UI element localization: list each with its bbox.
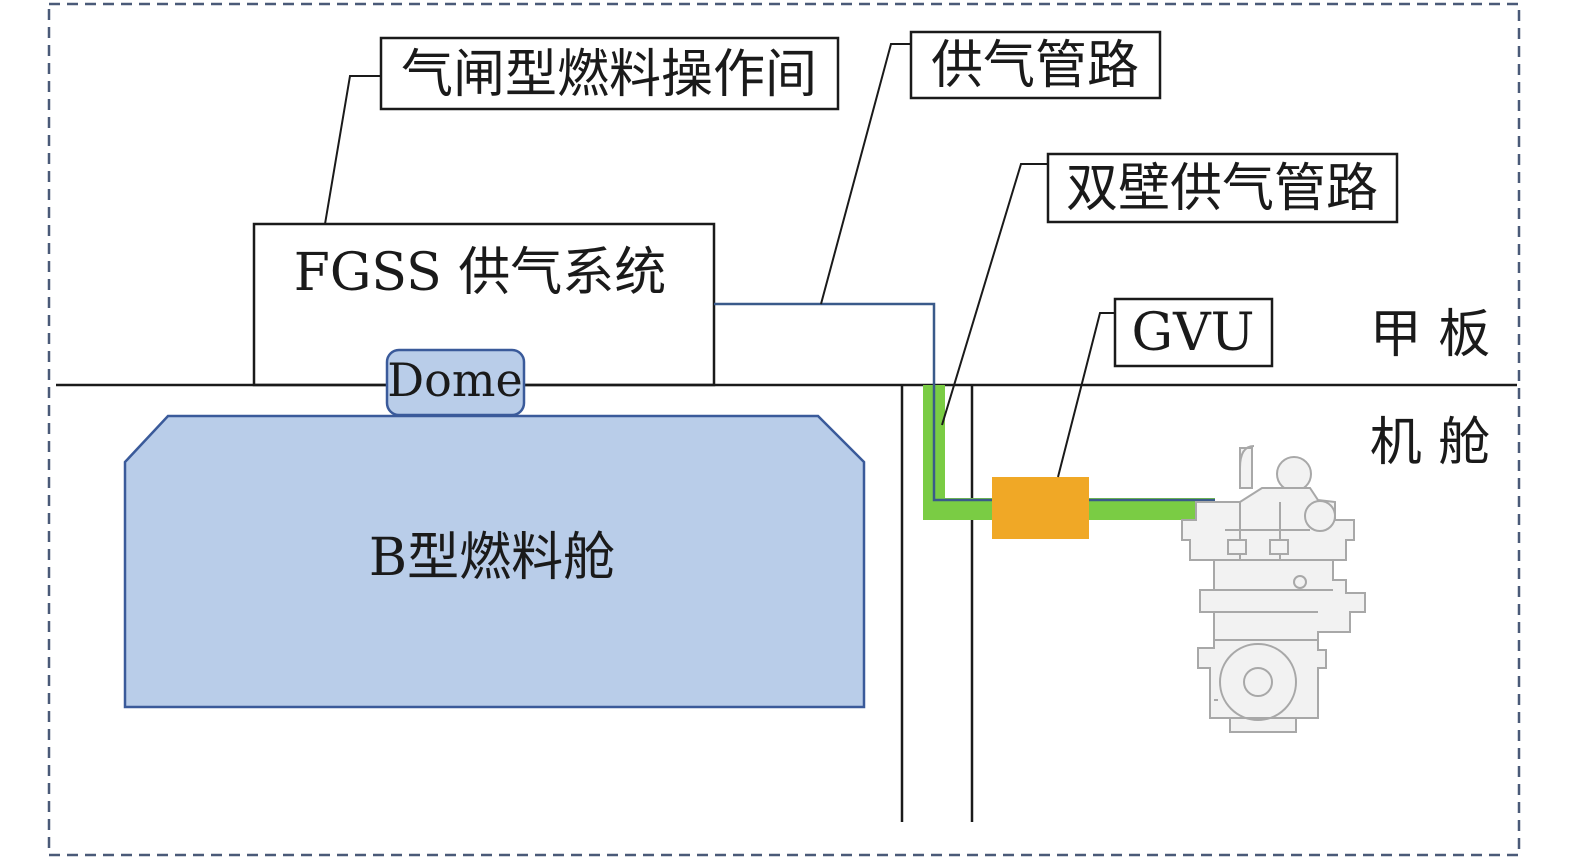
fuel-tank-shape	[123, 414, 866, 709]
fgss-label: FGSS 供气系统	[294, 243, 666, 303]
leader-double-wall-pipe	[941, 163, 1048, 426]
gvu-label: GVU	[1132, 303, 1255, 363]
supply-pipe-label: 供气管路	[931, 36, 1139, 96]
fuel-tank-label: B型燃料舱	[369, 528, 615, 588]
deck-label: 甲 板	[1370, 305, 1491, 365]
double-wall-pipe-box	[1046, 152, 1399, 224]
leader-supply-pipe	[820, 43, 911, 305]
airlock-room-box	[379, 36, 840, 111]
double-wall-pipe-label: 双壁供气管路	[1066, 159, 1378, 219]
leader-gvu	[1057, 312, 1115, 478]
gvu-box	[1113, 297, 1274, 368]
supply-pipe-box	[909, 30, 1162, 100]
leader-airlock-room	[324, 75, 381, 225]
diagram-frame	[47, 2, 1521, 857]
airlock-room-label: 气闸型燃料操作间	[401, 45, 817, 105]
gvu-unit	[992, 477, 1089, 539]
engine-icon	[1181, 445, 1366, 733]
engine-room-label: 机 舱	[1370, 413, 1491, 473]
dome-shape	[385, 348, 526, 417]
dome-label: Dome	[387, 353, 522, 407]
